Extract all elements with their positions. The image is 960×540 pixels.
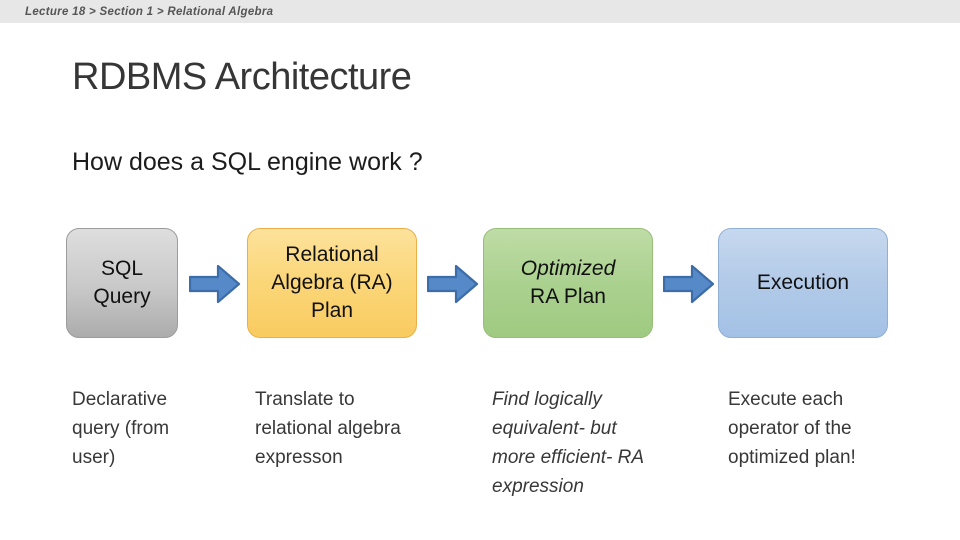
description-optimized-ra-plan: Find logically equivalent- but more effi… bbox=[492, 385, 644, 501]
box-label-line: Optimized bbox=[520, 257, 616, 280]
description-ra-plan: Translate to relational algebra expresso… bbox=[255, 385, 401, 472]
flow-box-ra-plan: Relational Algebra (RA) Plan bbox=[247, 228, 417, 338]
description-line: expression bbox=[492, 476, 584, 497]
box-label-line: SQL bbox=[100, 257, 144, 280]
flow-box-label: Optimized RA Plan bbox=[521, 255, 616, 311]
description-line: Translate to bbox=[255, 389, 355, 410]
slide-subtitle: How does a SQL engine work ? bbox=[72, 148, 423, 176]
right-arrow-icon bbox=[663, 264, 715, 304]
box-label-line: Execution bbox=[756, 271, 850, 294]
breadcrumb: Lecture 18 > Section 1 > Relational Alge… bbox=[0, 0, 960, 23]
description-line: Declarative bbox=[72, 389, 168, 410]
description-line: user) bbox=[72, 447, 116, 468]
flow-box-label: Relational Algebra (RA) Plan bbox=[271, 241, 392, 325]
page-title: RDBMS Architecture bbox=[72, 56, 412, 98]
description-line: Find logically bbox=[492, 389, 602, 410]
breadcrumb-text: Lecture 18 > Section 1 > Relational Alge… bbox=[25, 5, 274, 18]
flow-box-optimized-ra-plan: Optimized RA Plan bbox=[483, 228, 653, 338]
flow-box-sql-query: SQL Query bbox=[66, 228, 178, 338]
description-line: relational algebra bbox=[255, 418, 401, 439]
right-arrow-shape bbox=[663, 264, 715, 304]
flow-box-label: SQL Query bbox=[93, 255, 150, 311]
box-label-line: Query bbox=[93, 285, 151, 308]
box-label-line: Relational bbox=[285, 243, 379, 266]
flow-box-execution: Execution bbox=[718, 228, 888, 338]
description-line: query (from bbox=[72, 418, 170, 439]
description-line: equivalent- but bbox=[492, 418, 617, 439]
flow-box-label: Execution bbox=[757, 269, 849, 297]
description-line: Execute each bbox=[728, 389, 844, 410]
description-sql-query: Declarative query (from user) bbox=[72, 385, 169, 472]
description-execution: Execute each operator of the optimized p… bbox=[728, 385, 856, 472]
description-line: optimized plan! bbox=[728, 447, 856, 468]
right-arrow-shape bbox=[189, 264, 241, 304]
box-label-line: Algebra (RA) bbox=[271, 271, 393, 294]
box-label-line: RA Plan bbox=[530, 285, 606, 308]
right-arrow-icon bbox=[189, 264, 241, 304]
box-label-line: Plan bbox=[310, 299, 353, 322]
right-arrow-icon bbox=[427, 264, 479, 304]
right-arrow-shape bbox=[427, 264, 479, 304]
description-line: more efficient- RA bbox=[492, 447, 645, 468]
description-line: expresson bbox=[255, 447, 343, 468]
description-line: operator of the bbox=[728, 418, 852, 439]
